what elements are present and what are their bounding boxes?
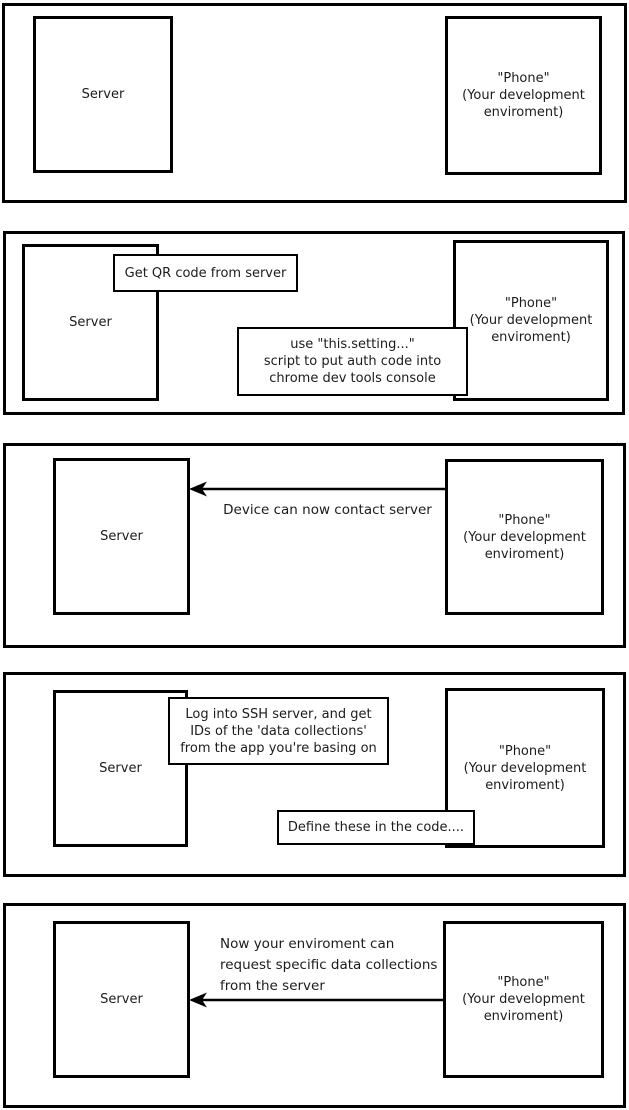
panel-4-frame	[3, 672, 626, 877]
auth-script-labelbox: use "this.setting..." script to put auth…	[237, 327, 468, 396]
arrow-caption: Now your enviroment can request specific…	[220, 936, 438, 994]
panel-1-frame	[2, 3, 627, 203]
phone-label: "Phone" (Your development enviroment)	[463, 743, 587, 793]
panel-5-frame	[3, 903, 626, 1108]
phone-label: "Phone" (Your development enviroment)	[462, 71, 585, 120]
phone-box: "Phone" (Your development enviroment)	[445, 16, 602, 175]
phone-box: "Phone" (Your development enviroment)	[443, 921, 604, 1078]
server-box: Server	[33, 16, 173, 173]
phone-box: "Phone" (Your development enviroment)	[453, 240, 609, 401]
phone-box: "Phone" (Your development enviroment)	[445, 459, 604, 615]
get-qr-code-label: Get QR code from server	[124, 265, 287, 281]
define-code-labelbox: Define these in the code....	[277, 810, 475, 845]
server-label: Server	[100, 992, 143, 1007]
phone-label: "Phone" (Your development enviroment)	[463, 512, 586, 562]
server-box: Server	[53, 690, 188, 847]
get-qr-code-labelbox: Get QR code from server	[113, 254, 298, 292]
define-code-label: Define these in the code....	[287, 820, 465, 835]
server-label: Server	[99, 761, 142, 776]
ssh-ids-labelbox: Log into SSH server, and get IDs of the …	[168, 697, 389, 765]
panel-2-frame	[3, 231, 625, 415]
phone-to-server-arrow	[189, 992, 443, 1008]
phone-label: "Phone" (Your development enviroment)	[469, 296, 593, 345]
ssh-ids-label: Log into SSH server, and get IDs of the …	[180, 706, 377, 756]
phone-label: "Phone" (Your development enviroment)	[462, 975, 585, 1024]
panel-3-frame	[3, 443, 626, 648]
auth-script-label: use "this.setting..." script to put auth…	[263, 337, 442, 386]
server-label: Server	[100, 529, 143, 544]
phone-to-server-arrow	[189, 481, 445, 497]
server-label: Server	[69, 315, 112, 330]
arrow-caption: Device can now contact server	[223, 502, 432, 518]
server-box: Server	[53, 921, 190, 1078]
server-label: Server	[81, 87, 125, 102]
server-box: Server	[53, 458, 190, 615]
